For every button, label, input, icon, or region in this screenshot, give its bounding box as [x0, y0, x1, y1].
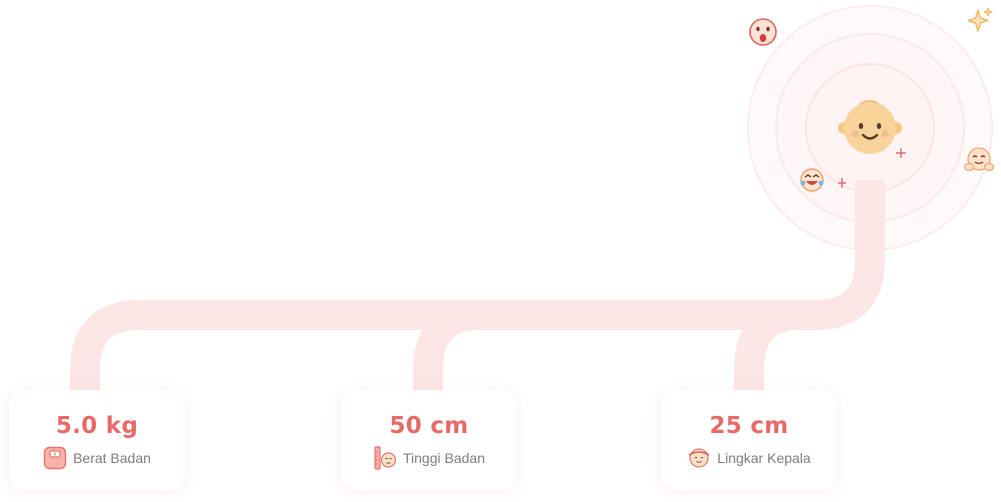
weight-value: 5.0 kg: [55, 413, 139, 439]
head-circumference-label-row: Lingkar Kepala: [661, 446, 837, 470]
baby-face-icon: [838, 100, 902, 154]
head-circumference-card: 25 cm Lingkar Kepala: [661, 390, 837, 490]
height-value: 50 cm: [389, 413, 469, 439]
head-circumference-label: Lingkar Kepala: [717, 450, 811, 466]
laughing-face-icon: [800, 168, 824, 192]
head-circumference-icon: [688, 448, 710, 468]
height-label-row: Tinggi Badan: [341, 446, 517, 470]
weight-card: 5.0 kg Berat Badan: [9, 390, 185, 490]
scale-icon: [43, 446, 67, 470]
growth-track: [70, 180, 885, 395]
sparkle-icon: [967, 7, 993, 32]
tiny-sparkle-icon: [896, 148, 906, 158]
head-circumference-value: 25 cm: [709, 413, 789, 439]
height-ruler-icon: [374, 446, 397, 470]
height-label: Tinggi Badan: [403, 450, 485, 466]
weight-label-row: Berat Badan: [9, 446, 185, 470]
weight-label: Berat Badan: [73, 450, 151, 466]
surprised-face-icon: [749, 18, 777, 46]
tiny-sparkle-icon: [838, 178, 846, 188]
height-card: 50 cm Tinggi Badan: [341, 390, 517, 490]
hugging-face-icon: [964, 147, 994, 172]
